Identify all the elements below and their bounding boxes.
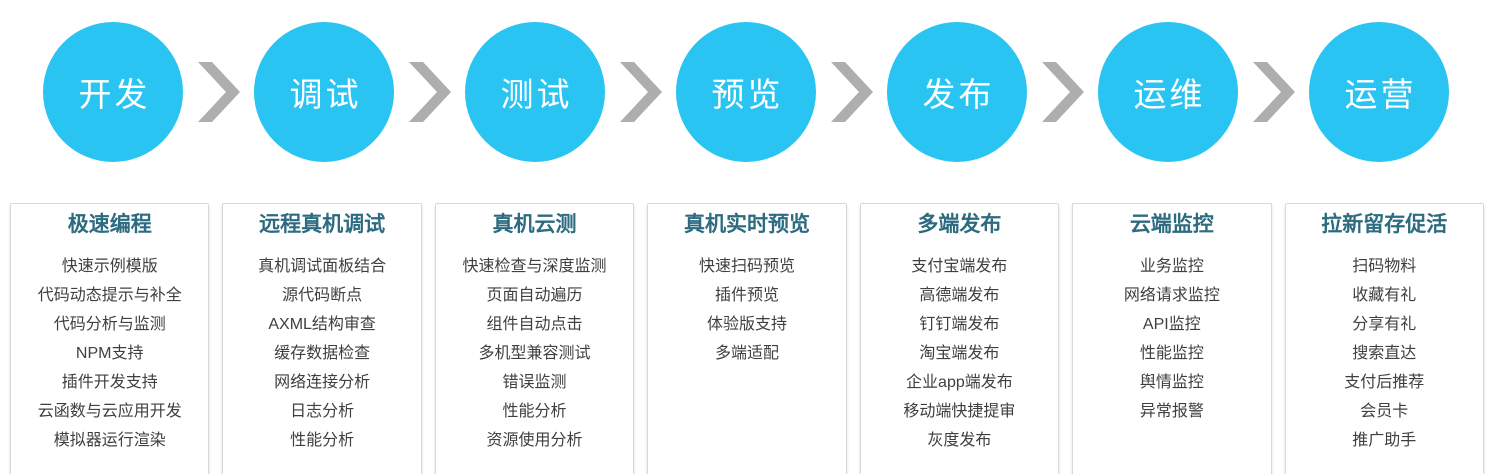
flow-row: 开发 调试 测试 预览 发布 运维 [0,0,1494,176]
panel-user-growth: 拉新留存促活 扫码物料 收藏有礼 分享有礼 搜索直达 支付后推荐 会员卡 推广助… [1284,203,1484,474]
flow-step-label: 调试 [289,78,362,114]
chevron-right-icon [1027,22,1098,162]
panel-multi-platform-publish: 多端发布 支付宝端发布 高德端发布 钉钉端发布 淘宝端发布 企业app端发布 移… [859,203,1060,474]
chevron-right-icon [1238,22,1309,162]
panel-list: 快速示例模版 代码动态提示与补全 代码分析与监测 NPM支持 插件开发支持 云函… [11,252,208,455]
panel-item: 快速示例模版 [61,258,158,275]
panel-item: 搜索直达 [1352,345,1417,362]
panel-item: 源代码断点 [282,287,363,304]
panel-item: 代码动态提示与补全 [37,287,182,304]
panel-item: AXML结构审查 [268,316,376,333]
panel-item: 资源使用分析 [486,432,583,449]
panel-item: 淘宝端发布 [919,345,1000,362]
panel-item: 体验版支持 [706,316,787,333]
panel-list: 快速检查与深度监测 页面自动遍历 组件自动点击 多机型兼容测试 错误监测 性能分… [436,252,633,455]
panel-item: 性能监控 [1139,345,1204,362]
flow-step-test: 测试 [465,22,605,162]
panel-list: 真机调试面板结合 源代码断点 AXML结构审查 缓存数据检查 网络连接分析 日志… [223,252,420,455]
flow-step-ops: 运维 [1098,22,1238,162]
panel-item: 会员卡 [1360,403,1409,420]
panels-row: 极速编程 快速示例模版 代码动态提示与补全 代码分析与监测 NPM支持 插件开发… [0,203,1494,474]
panel-item: 性能分析 [502,403,567,420]
panel-remote-device-debug: 远程真机调试 真机调试面板结合 源代码断点 AXML结构审查 缓存数据检查 网络… [222,203,422,474]
chevron-right-icon [816,22,887,162]
panel-item: 支付宝端发布 [911,258,1008,275]
flow-step-preview: 预览 [676,22,816,162]
flow-step-develop: 开发 [43,22,183,162]
panel-cloud-monitor: 云端监控 业务监控 网络请求监控 API监控 性能监控 舆情监控 异常报警 [1072,203,1272,474]
panel-item: 云函数与云应用开发 [37,403,182,420]
panel-realtime-preview: 真机实时预览 快速扫码预览 插件预览 体验版支持 多端适配 [647,203,847,474]
panel-item: 收藏有礼 [1352,287,1417,304]
panel-item: 异常报警 [1139,403,1204,420]
panel-item: API监控 [1142,316,1201,333]
panel-title: 真机实时预览 [683,213,810,236]
panel-item: 业务监控 [1139,258,1204,275]
chevron-right-icon [605,22,676,162]
panel-item: 代码分析与监测 [53,316,166,333]
flow-step-label: 运营 [1344,78,1417,114]
flow-step-label: 发布 [922,78,995,114]
panel-item: 模拟器运行渲染 [53,432,166,449]
panel-list: 业务监控 网络请求监控 API监控 性能监控 舆情监控 异常报警 [1073,252,1270,426]
panel-item: NPM支持 [75,345,144,362]
flow-step-label: 运维 [1133,78,1206,114]
panel-item: 插件预览 [714,287,779,304]
panel-item: 网络连接分析 [274,374,371,391]
panel-item: 插件开发支持 [61,374,158,391]
panel-title: 远程真机调试 [259,213,386,236]
panel-item: 错误监测 [502,374,567,391]
panel-item: 支付后推荐 [1344,374,1425,391]
panel-item: 分享有礼 [1352,316,1417,333]
panel-quick-coding: 极速编程 快速示例模版 代码动态提示与补全 代码分析与监测 NPM支持 插件开发… [10,203,210,474]
panel-list: 支付宝端发布 高德端发布 钉钉端发布 淘宝端发布 企业app端发布 移动端快捷提… [861,252,1058,455]
panel-item: 真机调试面板结合 [258,258,387,275]
flow-step-publish: 发布 [887,22,1027,162]
panel-cloud-device-test: 真机云测 快速检查与深度监测 页面自动遍历 组件自动点击 多机型兼容测试 错误监… [434,203,635,474]
panel-list: 扫码物料 收藏有礼 分享有礼 搜索直达 支付后推荐 会员卡 推广助手 [1286,252,1483,455]
panel-title: 真机云测 [492,213,577,236]
panel-item: 灰度发布 [927,432,992,449]
panel-item: 组件自动点击 [486,316,583,333]
panel-title: 云端监控 [1129,213,1214,236]
panel-item: 网络请求监控 [1123,287,1220,304]
panel-item: 快速扫码预览 [698,258,795,275]
flow-step-label: 测试 [500,78,573,114]
panel-title: 多端发布 [917,213,1002,236]
panel-item: 快速检查与深度监测 [462,258,607,275]
chevron-right-icon [394,22,465,162]
panel-item: 性能分析 [290,432,355,449]
panel-item: 页面自动遍历 [486,287,583,304]
panel-item: 扫码物料 [1352,258,1417,275]
panel-item: 钉钉端发布 [919,316,1000,333]
panel-item: 日志分析 [290,403,355,420]
flow-step-label: 开发 [78,78,151,114]
panel-list: 快速扫码预览 插件预览 体验版支持 多端适配 [648,252,845,368]
chevron-right-icon [183,22,254,162]
panel-title: 极速编程 [67,213,152,236]
panel-item: 移动端快捷提审 [903,403,1016,420]
panel-item: 缓存数据检查 [274,345,371,362]
panel-item: 多端适配 [714,345,779,362]
flow-step-label: 预览 [711,78,784,114]
panel-item: 推广助手 [1352,432,1417,449]
panel-item: 多机型兼容测试 [478,345,591,362]
panel-title: 拉新留存促活 [1321,213,1448,236]
flow-step-growth: 运营 [1309,22,1449,162]
panel-item: 高德端发布 [919,287,1000,304]
flow-step-debug: 调试 [254,22,394,162]
panel-item: 企业app端发布 [906,374,1013,391]
panel-item: 舆情监控 [1139,374,1204,391]
